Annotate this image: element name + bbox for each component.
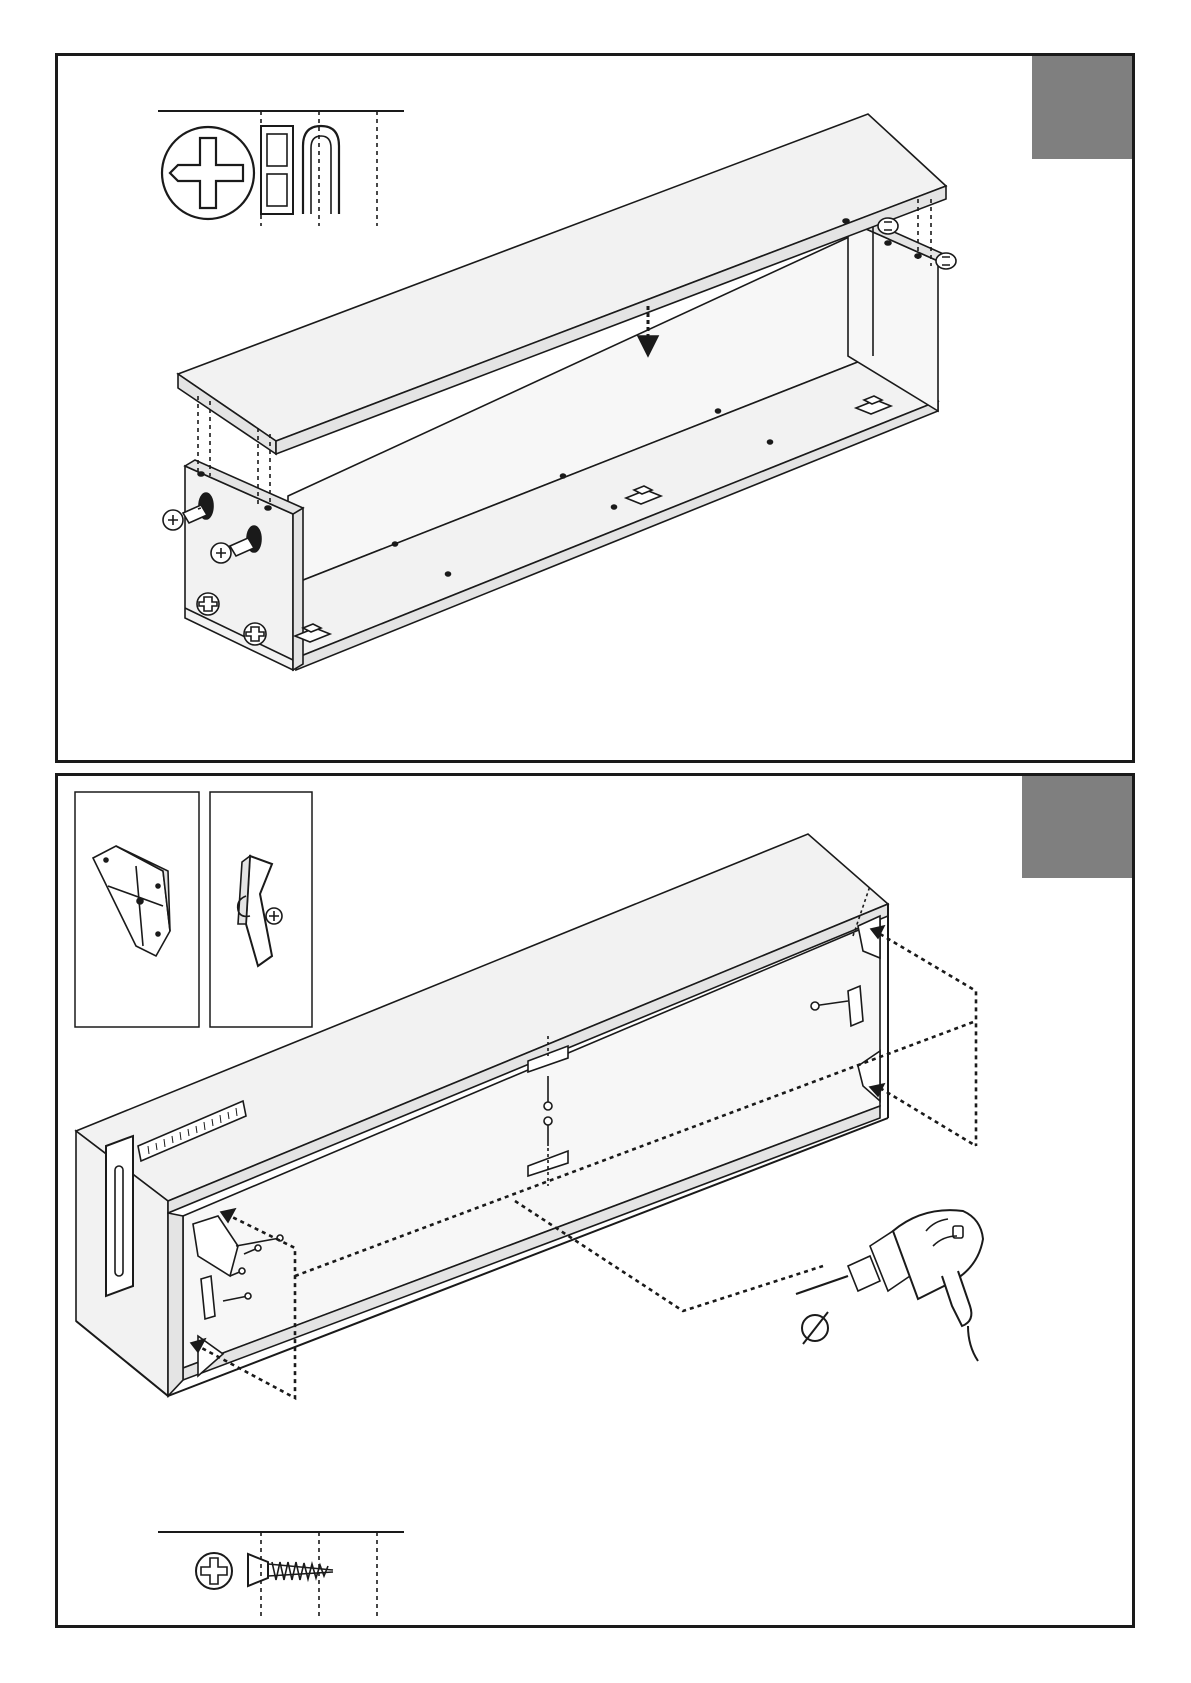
cam-bolt [878,218,898,234]
step-1-diagram [58,56,1132,760]
clamp [106,1136,133,1296]
corner-bracket-icon [93,846,170,956]
step-2-panel [55,773,1135,1628]
cam-lock [244,623,266,645]
screw-legend [158,1532,404,1616]
tool-legend [158,111,404,226]
pozidriv-screw-icon [196,1553,232,1589]
step-1-panel [55,53,1135,763]
step-2-diagram [58,776,1132,1625]
wall-hanger-inset [210,792,312,1027]
cam-bolt [936,253,956,269]
cam-connector-icon [261,126,339,214]
cam-lock [197,593,219,615]
cabinet-body [76,834,888,1396]
wall-hanger-icon [238,856,282,966]
corner-bracket-inset [75,792,199,1027]
drill-diameter-icon [802,1312,828,1344]
phillips-screwdriver-icon [162,127,254,219]
